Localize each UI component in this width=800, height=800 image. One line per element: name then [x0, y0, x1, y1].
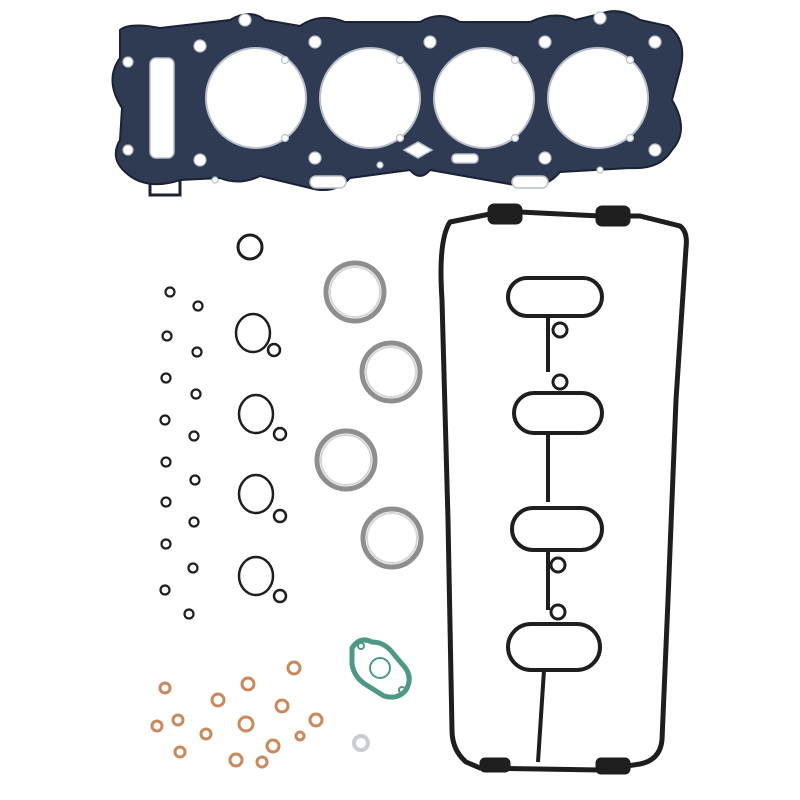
head-gasket-hole: [625, 133, 635, 143]
small-oring: [160, 372, 172, 384]
valve-cover-bump: [595, 205, 631, 227]
head-gasket-hole: [376, 161, 384, 169]
copper-washer: [308, 712, 324, 728]
small-oring: [188, 430, 200, 442]
copper-washer: [286, 660, 302, 676]
copper-washer: [199, 727, 213, 741]
oring-tab: [237, 473, 288, 524]
valve-cover-lobe-3: [510, 506, 604, 552]
head-gasket-bore-4: [547, 47, 649, 149]
exhaust-rings: [314, 260, 424, 570]
oring-tab: [237, 555, 288, 604]
head-gasket-hole: [122, 56, 134, 68]
head-gasket-hole: [423, 35, 437, 49]
aluminum-washer: [352, 734, 370, 752]
small-oring: [183, 608, 195, 620]
small-oring: [187, 562, 199, 574]
valve-cover-lobe-1: [506, 276, 604, 318]
exhaust-ring: [360, 506, 424, 570]
valve-cover-spine: [536, 316, 550, 763]
head-gasket-hole: [308, 151, 322, 165]
copper-washer: [173, 745, 187, 759]
valve-cover-loop: [549, 556, 567, 574]
head-gasket-bore-2: [319, 47, 421, 149]
head-gasket-hole: [122, 144, 134, 156]
head-gasket-hole: [596, 166, 604, 174]
head-gasket-hole: [593, 11, 607, 25]
head-gasket-bore-3: [433, 47, 535, 149]
oring-large: [236, 233, 264, 261]
small-oring: [159, 414, 171, 426]
small-oring: [159, 584, 171, 596]
head-gasket: [111, 10, 684, 197]
head-gasket-hole: [193, 39, 207, 53]
head-gasket-hole: [648, 143, 662, 157]
head-gasket-slot: [511, 175, 549, 189]
valve-cover-bump: [595, 757, 631, 775]
copper-washer: [150, 719, 164, 733]
small-orings: [159, 286, 204, 620]
valve-cover-bump: [487, 203, 523, 225]
small-oring: [164, 286, 176, 298]
copper-washer: [265, 738, 281, 754]
head-gasket-hole: [538, 151, 552, 165]
orings-with-tab: [234, 233, 288, 604]
valve-cover-loop: [551, 373, 569, 391]
valve-cover-gasket-outer: [438, 209, 689, 773]
exhaust-ring: [323, 260, 387, 324]
head-gasket-hole: [395, 133, 405, 143]
head-gasket-slot: [149, 57, 175, 159]
head-gasket-hole: [538, 35, 552, 49]
small-oring: [190, 388, 202, 400]
head-gasket-hole: [510, 55, 520, 65]
oring-tab: [237, 393, 288, 442]
small-oring: [161, 330, 173, 342]
tensioner-gasket: [349, 637, 412, 700]
copper-washer: [210, 692, 226, 708]
small-oring: [189, 474, 201, 486]
copper-washer: [240, 676, 256, 692]
head-gasket-hole: [211, 176, 219, 184]
head-gasket-hole: [648, 35, 662, 49]
exhaust-ring: [314, 428, 378, 492]
small-oring: [192, 300, 204, 312]
small-oring: [160, 538, 172, 550]
valve-cover-bump: [479, 757, 511, 773]
head-gasket-slot: [309, 175, 347, 189]
copper-washer: [158, 681, 172, 695]
head-gasket-hole: [193, 153, 207, 167]
small-oring: [188, 516, 200, 528]
head-gasket-hole: [280, 55, 290, 65]
head-gasket-hole: [280, 133, 290, 143]
head-gasket-center-notch: [402, 141, 434, 159]
copper-washer: [237, 715, 255, 733]
head-gasket-hole: [308, 35, 322, 49]
valve-cover-loop: [549, 603, 567, 621]
valve-cover-gasket: [438, 203, 689, 775]
head-gasket-hole: [395, 55, 405, 65]
valve-cover-lobe-4: [506, 622, 602, 672]
copper-washer: [274, 698, 290, 714]
head-gasket-bore-1: [205, 47, 307, 149]
copper-washer: [255, 755, 269, 769]
copper-washers: [150, 660, 324, 769]
valve-cover-lobe-2: [512, 391, 604, 435]
head-gasket-hole: [510, 133, 520, 143]
small-oring: [160, 456, 172, 468]
small-oring: [191, 346, 203, 358]
exhaust-ring: [359, 340, 423, 404]
copper-washer: [228, 752, 244, 768]
small-oring: [160, 496, 172, 508]
oring-tab: [234, 312, 282, 358]
head-gasket-hole: [238, 13, 252, 27]
head-gasket-hole: [625, 55, 635, 65]
copper-washer: [171, 713, 185, 727]
valve-cover-loop: [551, 321, 569, 339]
copper-washer: [294, 730, 306, 742]
head-gasket-slot: [451, 153, 479, 164]
